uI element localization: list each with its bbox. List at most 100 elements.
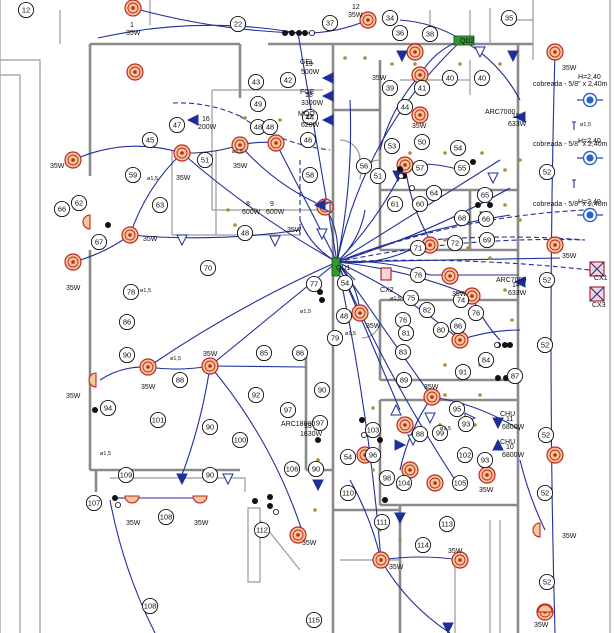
wall-lamp-icon: [88, 372, 97, 388]
outlet-triangle-icon: [442, 622, 454, 633]
circuit-number-label: 50: [418, 138, 426, 147]
load-value: 35W: [233, 163, 248, 170]
load-value: 35W: [194, 520, 209, 527]
load-value: 3300W: [301, 100, 324, 107]
circuit-number-marker: [413, 133, 431, 151]
wire-run: [209, 365, 306, 368]
circuit-number-marker: [500, 9, 518, 27]
circuit-number-marker: [537, 426, 555, 444]
switch-dot: [296, 30, 302, 36]
circuit-number-label: 58: [306, 171, 314, 180]
ground-rod-icon: [577, 150, 603, 166]
equipment-label: CHU: [500, 439, 515, 446]
load-value: 633W: [508, 121, 527, 128]
circuit-number-label: 40: [478, 74, 486, 83]
outlet-triangle-icon: [492, 417, 504, 430]
ceiling-lamp-icon: [546, 446, 564, 464]
load-circuit: 16: [202, 116, 210, 123]
circuit-number-label: 103: [367, 426, 380, 435]
circuit-number-marker: [456, 446, 474, 464]
switch-dot: [470, 159, 476, 165]
lamp-ring: [176, 147, 188, 159]
circuit-number-label: 71: [414, 244, 422, 253]
ceiling-lamp-icon: [359, 11, 377, 29]
circuit-number-label: 79: [331, 334, 339, 343]
outlet-triangle-icon: [394, 439, 407, 451]
lamp-center: [408, 468, 412, 472]
circuit-number-label: 12: [22, 6, 30, 15]
wire-gauge-annotation: ø1,5: [300, 309, 311, 315]
circuit-number-marker: [118, 346, 136, 364]
switch-open-dot: [397, 172, 404, 179]
switch-dot: [487, 202, 493, 208]
circuit-number-marker: [261, 118, 279, 136]
outlet-triangle-icon: [394, 512, 406, 525]
wire-run: [519, 459, 546, 531]
ceiling-lamp-icon: [64, 253, 82, 271]
circuit-number-marker: [311, 414, 329, 432]
wire-node: [371, 468, 375, 472]
conduit-note: cobreada - 5/8" x 2,40m: [533, 141, 608, 148]
lamp-ring: [234, 139, 246, 151]
circuit-number-marker: [476, 186, 494, 204]
switch-open-dot: [308, 29, 315, 36]
wall: [380, 188, 518, 250]
circuit-number-marker: [396, 98, 414, 116]
circuit-number-marker: [425, 184, 443, 202]
wire-node: [478, 393, 482, 397]
load-value: 35W: [366, 323, 381, 330]
wire-run: [336, 249, 411, 264]
lamp-ring: [414, 109, 426, 121]
wire-node: [466, 246, 470, 250]
load-value: 600W: [266, 209, 285, 216]
circuit-number-label: 67: [95, 238, 103, 247]
door-swing: [339, 139, 361, 161]
circuit-number-marker: [536, 336, 554, 354]
circuit-number-label: 57: [416, 164, 424, 173]
circuit-number-label: 86: [454, 322, 462, 331]
circuit-number-marker: [70, 194, 88, 212]
circuit-number-label: 52: [543, 276, 551, 285]
load-value: 35W: [126, 30, 141, 37]
circuit-number-label: 54: [344, 453, 352, 462]
wire-node: [226, 208, 230, 212]
wall-lamp-icon: [537, 604, 553, 613]
circuit-number-marker: [336, 274, 354, 292]
circuit-number-label: 95: [453, 405, 461, 414]
wire-node: [443, 393, 447, 397]
load-value: 1630W: [300, 431, 323, 438]
conduit-note: cobreada - 5/8" x 2,40m: [533, 201, 608, 208]
load-value: 35W: [479, 487, 494, 494]
wire-node: [503, 168, 507, 172]
circuit-number-marker: [247, 73, 265, 91]
lamp-ring: [454, 334, 466, 346]
circuit-number-label: 85: [260, 349, 268, 358]
circuit-number-marker: [283, 460, 301, 478]
ground-rods: cobreada - 5/8" x 2,40m cobreada - 5/8" x…: [533, 74, 608, 223]
lamp-center: [296, 533, 300, 537]
outlet-triangle-icon: [316, 228, 328, 241]
lamp-center: [208, 364, 212, 368]
ground-rod-icon: [577, 92, 603, 108]
lamp-ring: [549, 239, 561, 251]
circuit-number-marker: [305, 611, 323, 629]
wire-run: [429, 236, 586, 241]
circuit-number-label: 83: [399, 348, 407, 357]
circuit-number-marker: [397, 324, 415, 342]
circuit-number-label: 46: [304, 136, 312, 145]
wall: [110, 477, 246, 492]
lamp-ring: [129, 66, 141, 78]
lamp-center: [180, 151, 184, 155]
circuit-number-marker: [431, 424, 449, 442]
lamp-center: [128, 233, 132, 237]
circuit-number-marker: [124, 166, 142, 184]
wire-run: [72, 145, 183, 161]
circuit-number-marker: [339, 484, 357, 502]
circuit-number-label: 75: [407, 294, 415, 303]
circuit-number-marker: [117, 466, 135, 484]
ceiling-lamp-icon: [401, 461, 419, 479]
panel-label: QD2: [460, 38, 475, 45]
lamp-center: [133, 70, 137, 74]
